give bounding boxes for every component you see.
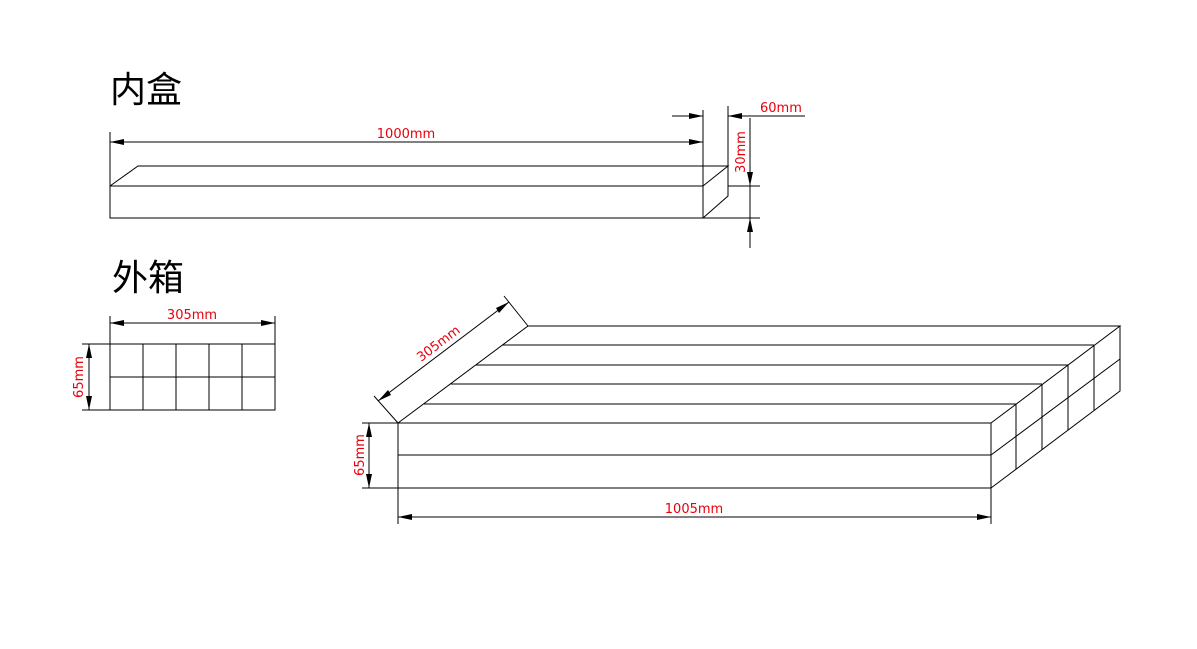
outer-iso-height-label: 65mm: [353, 434, 368, 476]
outer-front-height-dimension: 65mm: [72, 343, 110, 411]
inner-box-side-face: [702, 166, 729, 219]
inner-length-dimension: 1000mm: [109, 110, 704, 186]
outer-front-view-grid: [110, 344, 275, 410]
inner-box-shape: [109, 165, 730, 219]
outer-iso-side-face: [990, 326, 1121, 489]
outer-iso-view: 305mm 65mm 1005mm: [353, 295, 1122, 524]
inner-width-label: 60mm: [760, 101, 802, 116]
inner-length-label: 1000mm: [377, 127, 435, 142]
outer-iso-length-label: 1005mm: [665, 502, 723, 517]
outer-front-height-label: 65mm: [72, 356, 87, 398]
inner-box-front-face: [109, 185, 704, 219]
inner-height-dimension: 30mm: [703, 118, 760, 248]
inner-height-label: 30mm: [734, 131, 749, 173]
outer-iso-length-dimension: 1005mm: [397, 488, 992, 524]
outer-front-width-label: 305mm: [167, 308, 217, 323]
inner-box-top-face: [109, 165, 730, 187]
outer-iso-depth-label: 305mm: [414, 323, 463, 365]
inner-box-title: 内盒: [110, 70, 182, 111]
inner-box-section: 内盒 1000mm 60mm: [109, 70, 805, 248]
outer-front-view: 305mm 65mm: [72, 308, 276, 411]
outer-iso-top-face: [397, 325, 1122, 424]
outer-box-section: 外箱 305mm 65mm: [72, 258, 1122, 524]
inner-width-dimension: 60mm: [672, 101, 805, 166]
outer-iso-height-dimension: 65mm: [353, 422, 398, 489]
outer-front-width-dimension: 305mm: [109, 308, 276, 344]
outer-box-title: 外箱: [112, 258, 184, 299]
